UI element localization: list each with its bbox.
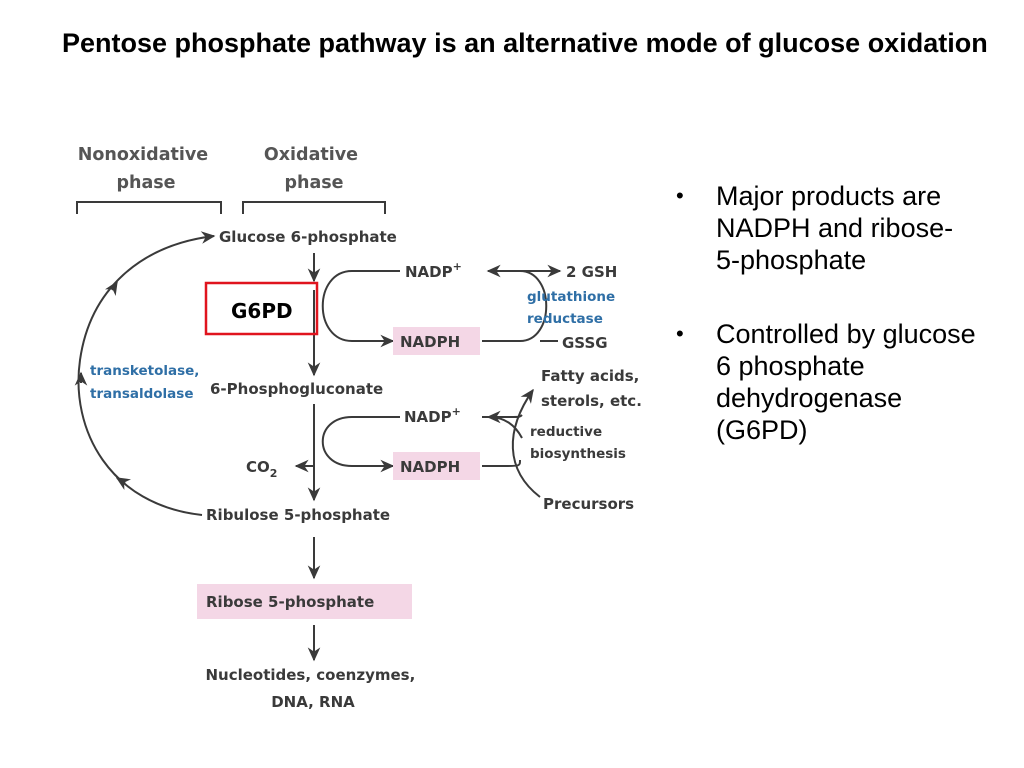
transketolase-transaldolase-label: transketolase, transaldolase — [90, 363, 204, 402]
6-phosphogluconate-label: 6-Phosphogluconate — [210, 380, 383, 398]
nadp-mid-label: NADP+ — [404, 405, 461, 426]
loop-arrowhead-lower — [115, 477, 132, 491]
gssg-label: GSSG — [562, 334, 608, 352]
loop-arrowhead-upper — [104, 280, 118, 297]
oxidative-phase-header: Oxidative phase — [264, 145, 364, 193]
nadph-top-label: NADPH — [400, 333, 460, 351]
g6pd-annotation-box — [204, 281, 319, 336]
nadph-mid-label: NADPH — [400, 458, 460, 476]
bullet-list: Major products are NADPH and ribose-5-ph… — [676, 180, 976, 446]
oxidative-phase-bracket — [242, 201, 386, 214]
arrow-nadph-to-biosynthesis — [482, 459, 521, 467]
arrow-nadp-to-nadph-top — [321, 270, 400, 348]
ribose-5-phosphate-highlight — [197, 584, 412, 619]
nadph-mid-highlight — [393, 452, 480, 480]
co2-label: CO2 — [246, 458, 277, 480]
arrow-precursors-to-fatty-acids — [511, 388, 541, 498]
arrow-nadp-mid-return — [486, 410, 523, 439]
reductive-biosynthesis-label: reductive biosynthesis — [530, 424, 626, 462]
bullet-item-major-products: Major products are NADPH and ribose-5-ph… — [676, 180, 976, 276]
slide-title: Pentose phosphate pathway is an alternat… — [62, 28, 988, 58]
arrow-ru5p-to-g6p-loop — [77, 231, 216, 516]
nonoxidative-phase-bracket — [76, 201, 222, 214]
nadph-top-highlight — [393, 327, 480, 355]
precursors-label: Precursors — [543, 495, 634, 513]
bullet-item-controlled-by: Controlled by glucose 6 phosphate dehydr… — [676, 318, 976, 446]
nonoxidative-phase-header: Nonoxidative phase — [78, 145, 215, 193]
glucose-6-phosphate-label: Glucose 6-phosphate — [219, 228, 397, 246]
2gsh-label: 2 GSH — [566, 263, 617, 281]
nucleotides-label: Nucleotides, coenzymes, DNA, RNA — [205, 666, 420, 711]
fatty-acids-label: Fatty acids, sterols, etc. — [541, 367, 645, 410]
glutathione-reductase-label: glutathione reductase — [527, 289, 620, 327]
arrow-nadph-mid-to-cycle — [482, 414, 523, 418]
ribose-5-phosphate-label: Ribose 5-phosphate — [206, 593, 374, 611]
arrow-nadp-to-nadph-mid — [321, 416, 400, 473]
arrow-nadph-to-gssg-cycle — [482, 264, 548, 342]
g6pd-label: G6PD — [231, 299, 293, 323]
nadp-top-label: NADP+ — [405, 260, 462, 281]
ribulose-5-phosphate-label: Ribulose 5-phosphate — [206, 506, 390, 524]
